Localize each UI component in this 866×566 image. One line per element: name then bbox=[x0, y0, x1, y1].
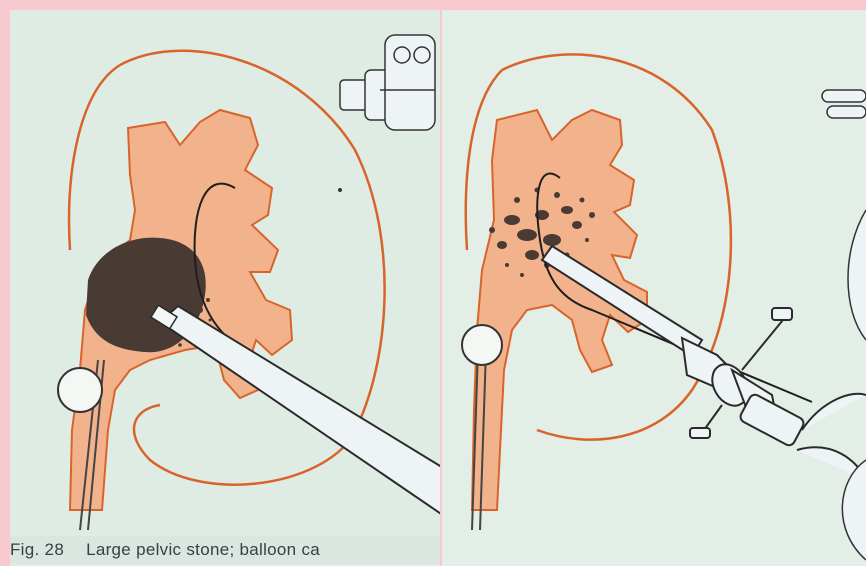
balloon bbox=[462, 325, 502, 365]
left-kidney-illustration bbox=[10, 10, 440, 566]
nephroscope-body bbox=[682, 308, 866, 480]
kidney-capsule-inner bbox=[69, 65, 120, 250]
left-illustration-panel: Fig. 28 Large pelvic stone; balloon ca bbox=[10, 10, 440, 566]
caption-label: Fig. 28 bbox=[10, 536, 64, 564]
device-fragment bbox=[340, 35, 435, 130]
specimen-dot bbox=[338, 188, 342, 192]
nephroscope-sheath bbox=[160, 306, 440, 520]
balloon bbox=[58, 368, 102, 412]
device-fragment bbox=[822, 90, 866, 560]
caption-text: Large pelvic stone; balloon ca bbox=[86, 536, 320, 564]
right-illustration-panel bbox=[442, 10, 866, 566]
figure-caption: Fig. 28 Large pelvic stone; balloon ca bbox=[10, 536, 440, 564]
right-kidney-illustration bbox=[442, 10, 866, 566]
